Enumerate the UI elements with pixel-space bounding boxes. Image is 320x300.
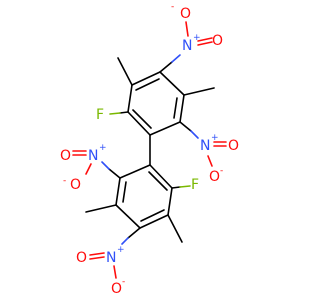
minus-charge: - bbox=[122, 277, 125, 287]
nitrogen-label: N bbox=[200, 138, 210, 154]
oxygen-label: O bbox=[180, 6, 191, 22]
upper-methyl-groups bbox=[117, 57, 215, 96]
top-nitro-group: N + O - O bbox=[159, 2, 223, 73]
minus-charge: - bbox=[220, 166, 223, 176]
lower-ortho-nitro-group: N + O O - bbox=[60, 143, 121, 193]
plus-charge: + bbox=[193, 33, 201, 43]
oxygen-label: O bbox=[111, 281, 122, 297]
nitrogen-label: N bbox=[182, 38, 192, 54]
plus-charge: + bbox=[117, 245, 125, 255]
fluorine-label: F bbox=[96, 107, 104, 123]
oxygen-label: O bbox=[70, 177, 81, 193]
upper-ortho-nitro-group: N + O O - bbox=[179, 121, 239, 185]
nitrogen-label: N bbox=[106, 250, 116, 266]
plus-charge: + bbox=[211, 133, 219, 143]
minus-charge: - bbox=[63, 176, 66, 186]
plus-charge: + bbox=[99, 143, 107, 153]
lower-methyl-groups bbox=[85, 204, 183, 243]
bottom-nitro-group: N + O O - bbox=[76, 227, 141, 297]
oxygen-label: O bbox=[209, 169, 220, 185]
molecule-structure: F F N + O - O N + O O - N + O bbox=[60, 2, 239, 297]
upper-ring bbox=[127, 71, 185, 136]
upper-fluorine: F bbox=[96, 107, 129, 123]
oxygen-label: O bbox=[60, 148, 71, 164]
oxygen-label: O bbox=[76, 250, 87, 266]
lower-fluorine: F bbox=[171, 177, 199, 193]
fluorine-label: F bbox=[191, 177, 199, 193]
minus-charge: - bbox=[171, 2, 174, 12]
oxygen-label: O bbox=[228, 138, 239, 154]
lower-ring bbox=[115, 164, 173, 229]
oxygen-label: O bbox=[212, 33, 223, 49]
nitrogen-label: N bbox=[88, 148, 98, 164]
